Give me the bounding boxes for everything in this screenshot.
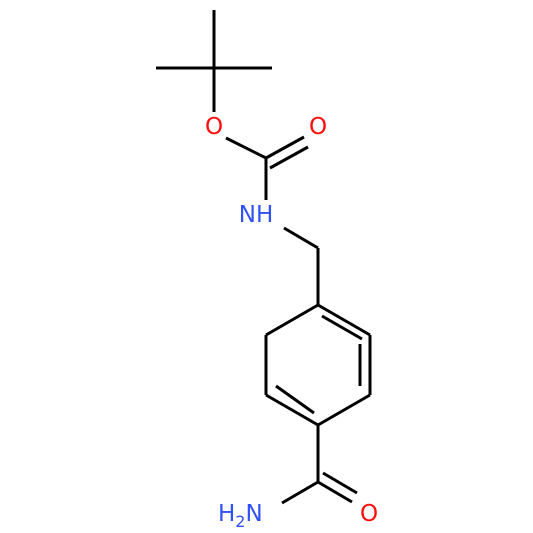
- bond-ring-6: [265, 303, 319, 337]
- bond-amide-c-nh2: [281, 480, 319, 505]
- bond-ring-inner-3: [275, 384, 315, 415]
- amide-nitrogen-label: H2N: [218, 501, 263, 531]
- bond-ester-o-carbonyl-c: [225, 136, 267, 160]
- bond-ring-inner-1: [321, 314, 363, 341]
- carbamate-nitrogen-label: NH: [239, 202, 274, 228]
- amide-nitrogen-subscript: 2: [235, 512, 245, 531]
- bond-ring-1: [317, 303, 371, 337]
- bond-ring-3: [317, 393, 371, 427]
- bond-carbonyl-double-a: [265, 135, 305, 160]
- ester-oxygen-label: O: [205, 114, 223, 140]
- amide-nitrogen-n: N: [245, 501, 262, 527]
- bond-carbonyl-double-b: [269, 145, 309, 170]
- bond-amide-double-b: [322, 471, 358, 495]
- bond-nh-ch2: [283, 226, 319, 250]
- bond-ring-4: [265, 393, 319, 427]
- amide-oxygen-label: O: [360, 501, 378, 527]
- bond-amide-double-a: [317, 480, 353, 504]
- carbonyl-oxygen-label: O: [309, 114, 327, 140]
- amide-nitrogen-h: H: [218, 501, 235, 527]
